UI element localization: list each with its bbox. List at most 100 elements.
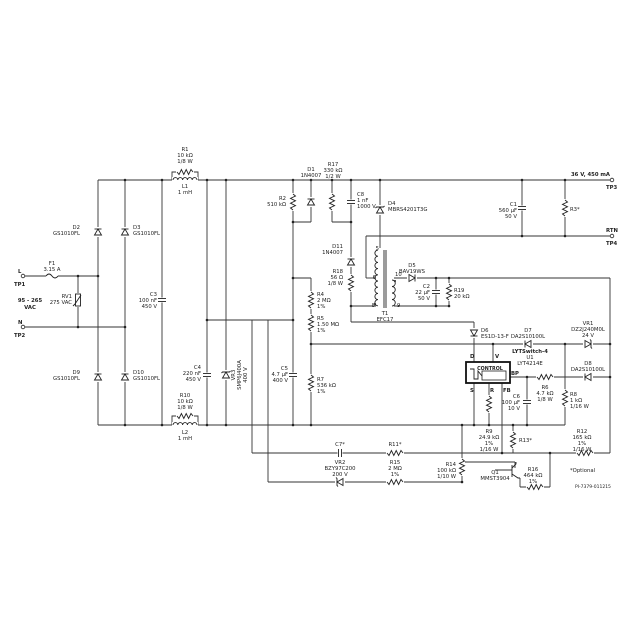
wire-mask (346, 199, 356, 205)
c4-label: 220 nF (183, 371, 201, 377)
junction-dot (224, 423, 228, 427)
r7-label: 1% (317, 389, 325, 395)
d10-label: D10 (133, 370, 144, 376)
t1-label: EFC17 (377, 317, 394, 323)
c2-label: C2 (423, 284, 430, 290)
junction-dot (349, 304, 353, 308)
r10-label: 10 kΩ (177, 399, 193, 405)
d6-label: D6 (481, 328, 489, 334)
c5-label: C5 (281, 366, 288, 372)
r15-label: 2 MΩ (388, 466, 402, 472)
d3-label: GS1010FL (133, 231, 160, 237)
r8-label: 1/16 W (570, 404, 590, 410)
rv1-label: 275 VAC (50, 300, 73, 306)
c3-capacitor (158, 298, 166, 302)
u1-pin-r: R (490, 388, 494, 394)
f1-label: 3.15 A (43, 267, 60, 273)
tp2-terminal (20, 324, 26, 330)
r7-label: 536 kΩ (317, 383, 336, 389)
d3-diode (120, 227, 130, 237)
junction-dot (309, 178, 313, 182)
u1-control-block (481, 370, 507, 381)
junction-dot (563, 342, 567, 346)
diode-triangle (469, 329, 479, 337)
t1-dot (374, 303, 376, 305)
d1-label: 1N4007 (301, 173, 322, 179)
r4-label: 1% (317, 304, 325, 310)
l1-label: L1 (182, 184, 188, 190)
wire-mask (376, 248, 394, 308)
junction-dot (349, 220, 353, 224)
d8-label: D8 (584, 361, 592, 367)
components (45, 168, 594, 491)
l2-label: 1 mH (178, 436, 192, 442)
c3-label: C3 (150, 292, 157, 298)
r8-label: 1 kΩ (570, 398, 582, 404)
vr3-label: SMP6J400A (237, 360, 243, 390)
u1-label: LYTSwitch-4 (512, 349, 548, 355)
junction-dot (460, 480, 464, 484)
junction-dot (160, 178, 164, 182)
l1-label: 1 mH (178, 190, 192, 196)
r5-label: 1% (317, 328, 325, 334)
d4-label: MBRS4201T3G (388, 207, 427, 213)
r1-label: 10 kΩ (177, 153, 193, 159)
drawing-id: PI-7379-011215 (575, 484, 611, 490)
diode-triangle (375, 206, 385, 214)
d2-label: D2 (73, 225, 80, 231)
wires (20, 171, 615, 488)
r2-label: 510 kΩ (267, 202, 286, 208)
rv1-label: RV1 (62, 294, 72, 300)
d5-label: BAV19WS (399, 269, 426, 275)
r14-label: R14 (446, 462, 457, 468)
d9-label: D9 (73, 370, 80, 376)
junction-dot (460, 423, 464, 427)
diode-bar (221, 370, 231, 374)
r5-label: 1.50 MΩ (317, 322, 339, 328)
junction-dot (608, 342, 612, 346)
r1-label: R1 (181, 147, 188, 153)
t1-pin-9: 9 (397, 303, 400, 309)
c5-label: 4.7 µF (271, 372, 288, 378)
diode-triangle (93, 373, 103, 381)
diode-triangle (336, 477, 344, 487)
junction-dot (447, 276, 451, 280)
labels: L TP1 N TP2 95 - 265 VAC 36 V, 450 mA TP… (14, 147, 618, 490)
junction-dot (205, 178, 209, 182)
r2-label: R2 (279, 196, 286, 202)
u1-pin-s: S (470, 388, 474, 394)
vr2-label: BZY97C200 (324, 466, 356, 472)
r16-label: 1% (529, 479, 537, 485)
r10-resistor (176, 412, 194, 420)
junction-dot (291, 276, 295, 280)
diode-bar (375, 205, 385, 209)
r2-resistor (289, 193, 297, 211)
r10-label: 1/8 W (177, 405, 193, 411)
t1-dot (394, 280, 396, 282)
output-rating: 36 V, 450 mA (571, 172, 611, 178)
c6-label: 100 µF (502, 400, 520, 406)
d8-label: DA2S10100L (571, 367, 605, 373)
u1-label: LYT4214E (517, 361, 543, 367)
diode-triangle (584, 339, 592, 349)
junction-dot (291, 318, 295, 322)
c1-capacitor (518, 206, 526, 210)
r9-label: 1/16 W (480, 447, 500, 453)
r3-label: R3* (570, 207, 580, 213)
vr1-label: 24 V (582, 333, 594, 339)
junction-dot (76, 274, 80, 278)
wire-mask (202, 372, 212, 378)
r6-resistor (536, 373, 554, 381)
vr2-label: 200 V (332, 472, 348, 478)
d11-label: 1N4007 (322, 250, 343, 256)
diode-triangle (524, 339, 532, 349)
tp4-terminal (609, 233, 615, 239)
junction-dot (291, 220, 295, 224)
junction-dot (123, 325, 127, 329)
l1-inductor (172, 177, 198, 181)
d3-label: D3 (133, 225, 140, 231)
diode-bar (335, 477, 339, 487)
junction-dot (525, 423, 529, 427)
rtn-label: RTN (606, 228, 618, 234)
